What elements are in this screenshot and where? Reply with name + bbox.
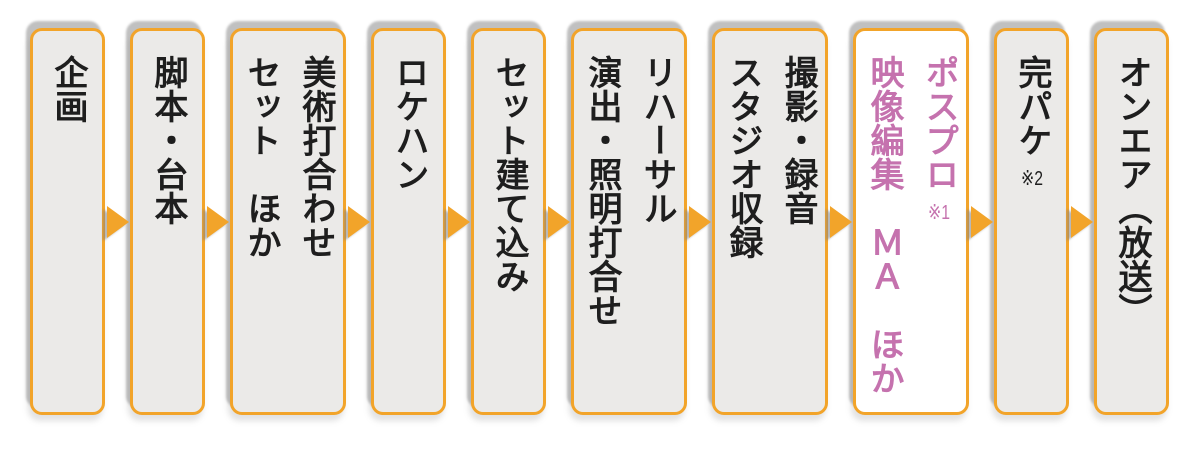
process-step-studio-recording: 撮影・録音スタジオ収録 — [712, 28, 828, 415]
arrow-right-icon — [206, 205, 229, 238]
process-step-script: 脚本・台本 — [130, 28, 205, 415]
process-step-on-air: オンエア（放送） — [1094, 28, 1169, 415]
flow-connector — [687, 28, 712, 415]
process-step-planning: 企画 — [30, 28, 105, 415]
process-step-location-hunting: ロケハン — [371, 28, 446, 415]
process-step-post-production: ポスプロ ※1 映像編集 ＭＡ ほか — [853, 28, 969, 415]
flow-connector — [969, 28, 994, 415]
flow-connector — [1069, 28, 1094, 415]
label-segment: ポスプロ — [920, 55, 958, 191]
production-flow: 企画 脚本・台本 美術打合わせセット ほか ロケハン セット建て込み リハーサル演出・照明… — [30, 28, 1169, 415]
arrow-right-icon — [447, 205, 470, 238]
arrow-right-icon — [970, 205, 993, 238]
process-step-label: ロケハン — [381, 55, 436, 412]
process-step-label: 脚本・台本 — [140, 55, 195, 412]
arrow-right-icon — [547, 205, 570, 238]
label-segment: 美術打合わせ — [297, 55, 335, 259]
process-step-set-construction: セット建て込み — [471, 28, 546, 415]
note-marker: ※1 — [928, 203, 950, 223]
label-segment: セット ほか — [242, 55, 280, 259]
flow-connector — [346, 28, 371, 415]
arrow-right-icon — [347, 205, 370, 238]
label-segment: オンエア（放送） — [1113, 55, 1151, 327]
label-segment: ロケハン — [390, 55, 428, 191]
flow-connector — [446, 28, 471, 415]
label-segment: スタジオ収録 — [724, 55, 762, 259]
arrow-right-icon — [1070, 205, 1093, 238]
process-step-label: ポスプロ ※1 映像編集 ＭＡ ほか — [856, 55, 966, 412]
process-step-complete-package: 完パケ ※2 — [994, 28, 1069, 415]
process-step-label: セット建て込み — [481, 55, 536, 412]
label-segment: 完パケ — [1013, 55, 1051, 157]
label-segment: リハーサル — [638, 55, 676, 225]
flow-connector — [205, 28, 230, 415]
arrow-right-icon — [829, 205, 852, 238]
flow-connector — [546, 28, 571, 415]
process-step-label: 撮影・録音スタジオ収録 — [715, 55, 825, 412]
arrow-right-icon — [688, 205, 711, 238]
flow-connector — [105, 28, 130, 415]
label-segment: 演出・照明打合せ — [583, 55, 621, 327]
process-step-label: リハーサル演出・照明打合せ — [574, 55, 684, 412]
label-segment: 企画 — [49, 55, 87, 123]
process-step-label: オンエア（放送） — [1104, 55, 1159, 412]
note-marker: ※2 — [1021, 169, 1043, 189]
process-step-art-meeting: 美術打合わせセット ほか — [230, 28, 346, 415]
label-segment: 脚本・台本 — [149, 55, 187, 225]
process-step-label: 美術打合わせセット ほか — [233, 55, 343, 412]
label-segment: 撮影・録音 — [779, 55, 817, 225]
process-step-label: 企画 — [40, 55, 95, 412]
process-step-rehearsal: リハーサル演出・照明打合せ — [571, 28, 687, 415]
label-segment: セット建て込み — [490, 55, 528, 293]
label-segment: 映像編集 ＭＡ ほか — [865, 55, 903, 395]
process-step-label: 完パケ ※2 — [1004, 55, 1059, 412]
arrow-right-icon — [106, 205, 129, 238]
flow-connector — [828, 28, 853, 415]
